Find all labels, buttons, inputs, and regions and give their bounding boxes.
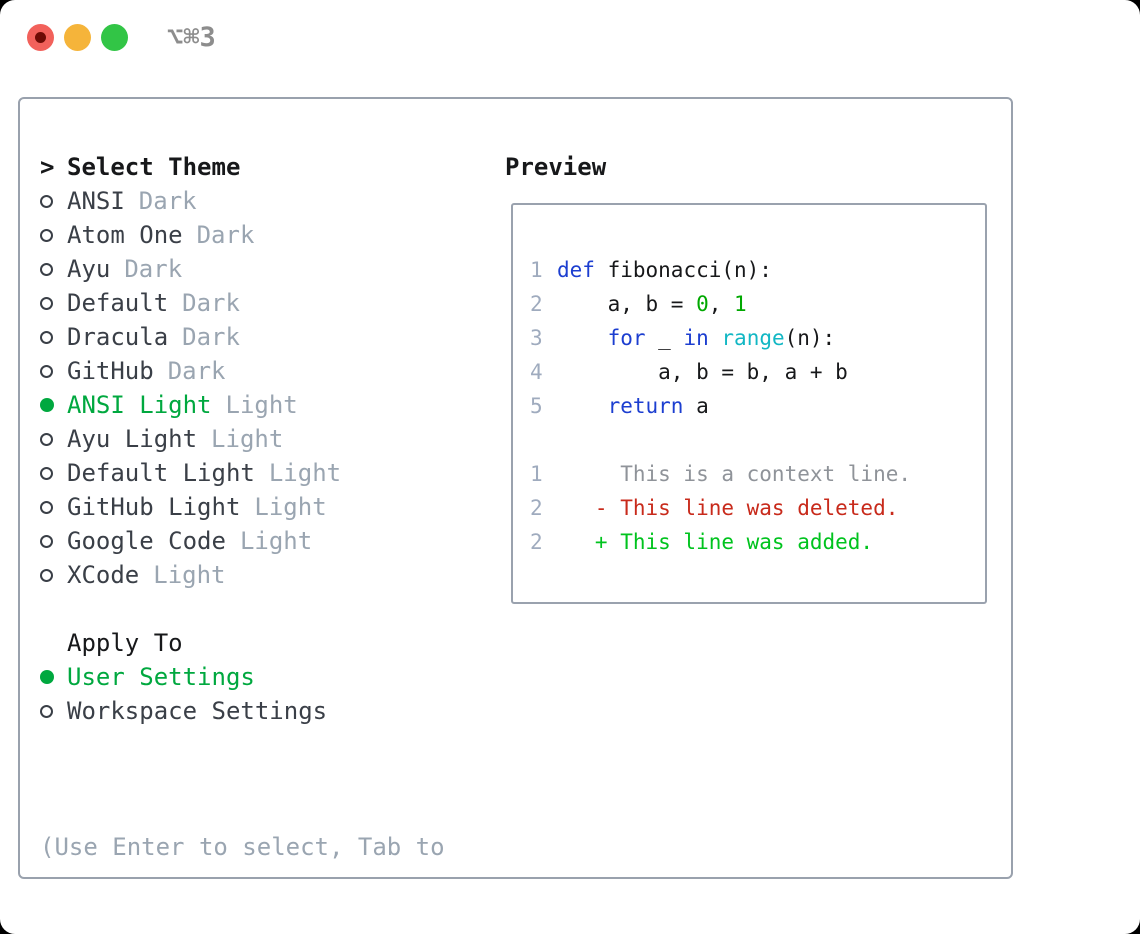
cursor-arrow-icon: >: [40, 153, 55, 181]
line-number: 1: [530, 462, 543, 486]
apply-option-label: User Settings: [67, 663, 255, 691]
radio-unselected-icon: [40, 194, 67, 208]
spacer: [530, 423, 985, 457]
theme-variant-tag: Dark: [182, 289, 240, 317]
theme-option-dracula-dark[interactable]: Dracula Dark: [40, 320, 485, 354]
radio-unselected-icon: [40, 364, 67, 378]
window-title: ⌥⌘3: [167, 22, 216, 53]
theme-option-ayu-dark[interactable]: Ayu Dark: [40, 252, 485, 286]
line-number: 2: [530, 496, 543, 520]
theme-name: Default Light: [67, 459, 255, 487]
theme-name: GitHub Light: [67, 493, 241, 521]
line-number: 1: [530, 258, 543, 282]
radio-unselected-icon: [40, 568, 67, 582]
apply-option-workspace-settings[interactable]: Workspace Settings: [40, 694, 485, 728]
theme-option-github-dark[interactable]: GitHub Dark: [40, 354, 485, 388]
radio-unselected-icon: [40, 296, 67, 310]
theme-option-ayu-light[interactable]: Ayu Light Light: [40, 422, 485, 456]
theme-variant-tag: Dark: [138, 187, 197, 215]
theme-variant-tag: Dark: [124, 255, 183, 283]
theme-name: GitHub: [67, 357, 154, 385]
panel-title: Select Theme: [67, 153, 241, 181]
theme-name: Google Code: [67, 527, 226, 555]
radio-unselected-icon: [40, 262, 67, 276]
radio-unselected-icon: [40, 534, 67, 548]
close-button[interactable]: [27, 24, 54, 51]
spacer: [40, 728, 485, 762]
zoom-button[interactable]: [101, 24, 128, 51]
apply-option-user-settings[interactable]: User Settings: [40, 660, 485, 694]
theme-name: Ayu Light: [67, 425, 198, 453]
code-line: 5 return a: [530, 389, 985, 423]
code-line: 3 for _ in range(n):: [530, 321, 985, 355]
code-line: 2 a, b = 0, 1: [530, 287, 985, 321]
radio-unselected-icon: [40, 500, 67, 514]
line-number: 2: [530, 292, 543, 316]
radio-unselected-icon: [40, 466, 67, 480]
apply-to-header: Apply To: [40, 626, 485, 660]
apply-to-title: Apply To: [67, 629, 183, 657]
diff-deleted-line: 2 - This line was deleted.: [530, 491, 985, 525]
theme-option-google-code-light[interactable]: Google Code Light: [40, 524, 485, 558]
radio-selected-icon: [40, 670, 67, 684]
line-number: 4: [530, 360, 543, 384]
theme-name: Default: [67, 289, 169, 317]
help-line-1: (Use Enter to select, Tab to: [40, 833, 445, 861]
radio-unselected-icon: [40, 228, 67, 242]
theme-name: ANSI: [67, 187, 125, 215]
theme-name: Atom One: [67, 221, 183, 249]
line-number: 2: [530, 530, 543, 554]
radio-unselected-icon: [40, 704, 67, 718]
theme-option-github-light[interactable]: GitHub Light Light: [40, 490, 485, 524]
diff-context-line: 1 This is a context line.: [530, 457, 985, 491]
theme-name: ANSI Light: [67, 391, 212, 419]
select-theme-header: > Select Theme: [40, 150, 485, 184]
theme-option-default-light[interactable]: Default Light Light: [40, 456, 485, 490]
theme-variant-tag: Light: [225, 391, 298, 419]
code-line: 4 a, b = b, a + b: [530, 355, 985, 389]
theme-variant-tag: Dark: [196, 221, 255, 249]
line-number: 3: [530, 326, 543, 350]
theme-variant-tag: Light: [211, 425, 284, 453]
record-dot-icon: [35, 32, 46, 43]
theme-variant-tag: Dark: [182, 323, 240, 351]
theme-variant-tag: Light: [268, 459, 342, 487]
diff-added-line: 2 + This line was added.: [530, 525, 985, 559]
theme-name: Ayu: [67, 255, 111, 283]
minimize-button[interactable]: [64, 24, 91, 51]
theme-variant-tag: Dark: [167, 357, 226, 385]
radio-selected-icon: [40, 398, 67, 412]
theme-variant-tag: Light: [254, 493, 327, 521]
theme-variant-tag: Light: [153, 561, 226, 589]
radio-unselected-icon: [40, 330, 67, 344]
theme-option-ansi-dark[interactable]: ANSI Dark: [40, 184, 485, 218]
radio-unselected-icon: [40, 432, 67, 446]
theme-option-ansi-light-selected[interactable]: ANSI Light Light: [40, 388, 485, 422]
theme-option-xcode-light[interactable]: XCode Light: [40, 558, 485, 592]
theme-variant-tag: Light: [239, 527, 313, 555]
line-number: 5: [530, 394, 543, 418]
help-text: (Use Enter to select, Tab to change focu…: [40, 762, 485, 934]
theme-option-atom-one-dark[interactable]: Atom One Dark: [40, 218, 485, 252]
theme-name: Dracula: [67, 323, 169, 351]
preview-title: Preview: [505, 153, 607, 181]
theme-name: XCode: [67, 561, 140, 589]
apply-option-label: Workspace Settings: [67, 697, 328, 725]
spacer: [40, 592, 485, 626]
theme-option-default-dark[interactable]: Default Dark: [40, 286, 485, 320]
